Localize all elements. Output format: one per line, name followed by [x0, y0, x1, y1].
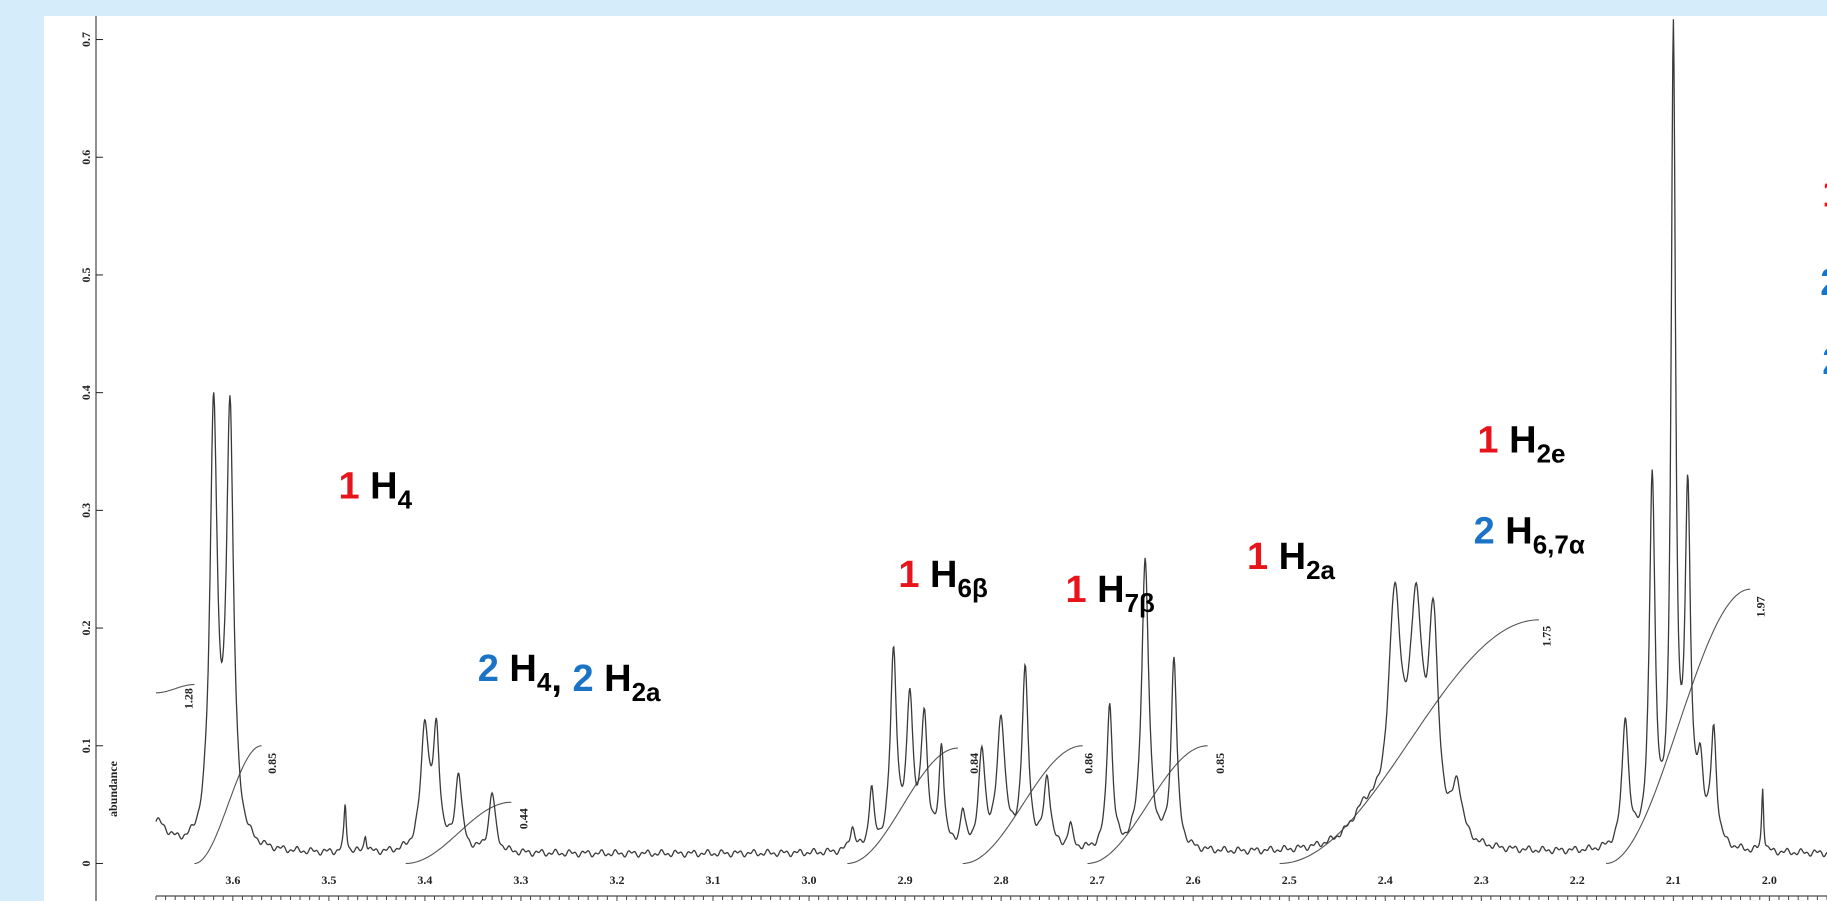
annotation-subscript: 2a	[1306, 555, 1335, 585]
annotation-part: 2	[1474, 510, 1495, 552]
integral-label: 0.86	[1081, 753, 1095, 774]
y-tick-label: 0.2	[79, 621, 93, 636]
peak-annotation: 1 H7β	[1065, 569, 1154, 618]
y-axis-label: abundance	[106, 760, 120, 817]
annotation-subscript: 6β	[957, 573, 987, 603]
annotation-subscript: 6,7α	[1533, 529, 1585, 559]
integral-curve	[1279, 619, 1539, 865]
peak-annotation: 1 H4	[338, 466, 412, 515]
annotation-subscript: 4	[537, 667, 552, 697]
integral-curve	[847, 747, 958, 865]
annotation-part: 2	[1822, 341, 1827, 383]
annotation-part: 1	[1065, 569, 1086, 611]
integral-curve	[1606, 588, 1751, 865]
annotation-part: ,	[551, 658, 572, 700]
y-tick-label: 0.6	[79, 150, 93, 165]
annotation-part: H	[1499, 420, 1537, 462]
peak-annotation: 2 H6,7β	[1822, 341, 1827, 390]
integral-curve	[1087, 745, 1208, 865]
y-tick-label: 0.4	[79, 385, 93, 400]
annotation-part: H	[594, 658, 632, 700]
peak-annotation: 1 H6,7α	[1822, 174, 1827, 223]
annotation-part: H	[1087, 569, 1125, 611]
x-tick-label: 2.4	[1378, 873, 1393, 887]
spectrum-series	[155, 19, 1827, 858]
integral-curve	[962, 745, 1083, 865]
integral-label: 0.85	[1213, 753, 1227, 774]
integral-label: 0.85	[265, 753, 279, 774]
annotation-part: 1	[338, 466, 359, 508]
peak-annotation: 2 H4, 2 H2a	[478, 648, 661, 707]
y-tick-label: 0.3	[79, 503, 93, 518]
integral-label: 1.28	[181, 688, 195, 709]
integral-label: 0.84	[967, 753, 981, 774]
annotation-part: H	[1268, 536, 1306, 578]
peak-annotation: 2 H2e	[1820, 262, 1827, 311]
peak-annotation: 2 H6,7α	[1474, 510, 1585, 559]
annotation-part: 2	[572, 658, 593, 700]
integral-curves: 1.28 0.85 0.44 0.84 0.86 0.85 1.75 1.97	[156, 588, 1768, 865]
x-tick-label: 2.2	[1570, 873, 1585, 887]
annotation-part: 1	[1477, 420, 1498, 462]
x-tick-label: 2.1	[1666, 873, 1681, 887]
x-tick-label: 2.0	[1762, 873, 1777, 887]
integral-label: 0.44	[517, 808, 531, 829]
x-tick-label: 3.0	[802, 873, 817, 887]
annotation-part: H	[919, 554, 957, 596]
integral-curve	[194, 745, 262, 865]
x-tick-label: 2.6	[1186, 873, 1201, 887]
x-tick-label: 3.2	[609, 873, 624, 887]
integral-label: 1.97	[1754, 596, 1768, 617]
peak-annotation: 1 H2e	[1477, 420, 1565, 469]
annotation-part: 2	[1820, 262, 1827, 304]
y-tick-label: 0.7	[79, 32, 93, 47]
y-tick-label: 0	[79, 860, 93, 866]
x-tick-label: 3.1	[706, 873, 721, 887]
annotation-subscript: 2a	[632, 677, 661, 707]
annotation-part: H	[360, 466, 398, 508]
y-axis: 0 0.1 0.2 0.3 0.4 0.5 0.6 0.7	[79, 16, 103, 901]
x-tick-label: 3.3	[513, 873, 528, 887]
x-tick-label: 2.3	[1474, 873, 1489, 887]
peak-annotation: 1 H6β	[898, 554, 987, 603]
x-tick-label: 2.7	[1090, 873, 1105, 887]
annotation-subscript: 2e	[1537, 439, 1566, 469]
x-tick-label: 2.9	[898, 873, 913, 887]
spectrum-line	[155, 19, 1827, 858]
annotation-part: 2	[478, 648, 499, 690]
x-tick-label: 2.5	[1282, 873, 1297, 887]
annotation-part: 1	[898, 554, 919, 596]
y-tick-label: 0.1	[79, 738, 93, 753]
x-tick-label: 3.4	[417, 873, 432, 887]
annotation-part: H	[499, 648, 537, 690]
integral-label: 1.75	[1539, 626, 1553, 647]
integral-curve	[405, 801, 512, 865]
x-tick-label: 3.6	[225, 873, 240, 887]
x-tick-label: 2.8	[994, 873, 1009, 887]
annotation-part: 1	[1822, 174, 1827, 216]
integral-curve	[156, 684, 195, 694]
x-axis: 3.6 3.5 3.4 3.3 3.2 3.1 3.0 2.9 2.8 2.7 2.6 2.5 2.4 2…	[155, 873, 1827, 901]
x-tick-label: 3.5	[321, 873, 336, 887]
annotation-subscript: 4	[398, 485, 413, 515]
annotation-part: H	[1495, 510, 1533, 552]
y-tick-label: 0.5	[79, 267, 93, 282]
annotation-subscript: 7β	[1125, 588, 1155, 618]
annotation-part: 1	[1247, 536, 1268, 578]
peak-annotation: 1 H2a	[1247, 536, 1336, 585]
